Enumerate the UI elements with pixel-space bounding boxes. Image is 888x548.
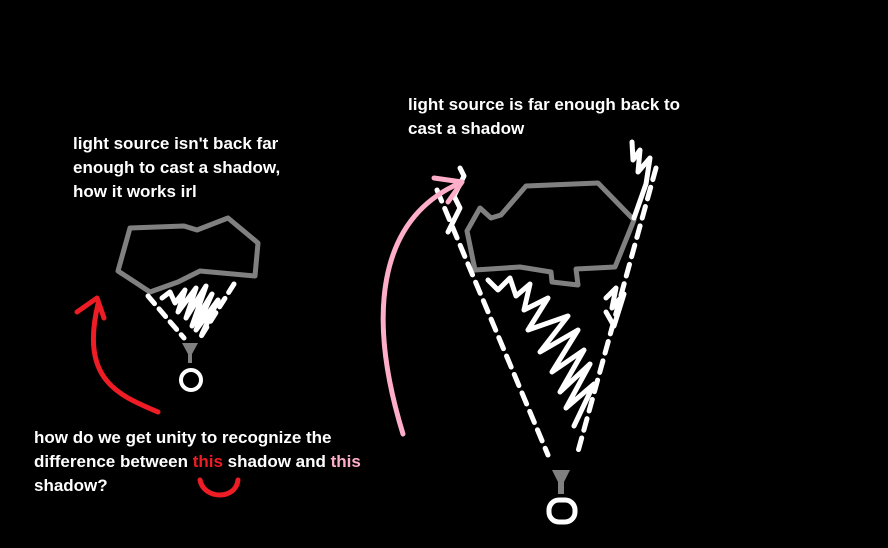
- caption-line: how it works irl: [73, 182, 197, 201]
- left-light-ray: [145, 293, 187, 341]
- right-scene: [434, 139, 659, 525]
- red-arrow-curve: [90, 301, 161, 415]
- caption-line: difference between this shadow and this: [34, 450, 361, 474]
- left-scene: [115, 215, 261, 392]
- pink-arrow: [380, 175, 465, 437]
- caption-line: light source isn't back far: [73, 134, 279, 153]
- left-lamp-stem: [182, 343, 198, 363]
- red-highlight-word: this: [192, 452, 223, 471]
- right-light-source-icon: [546, 497, 578, 525]
- right-scene-caption: light source is far enough back to cast …: [408, 93, 680, 141]
- caption-line: enough to cast a shadow,: [73, 158, 281, 177]
- right-ray-squiggle: [629, 139, 653, 221]
- pink-highlight-word: this: [330, 452, 361, 471]
- right-shadow-scribble: [485, 275, 597, 429]
- caption-line: cast a shadow: [408, 119, 525, 138]
- caption-text: difference between: [34, 452, 193, 471]
- right-shadow-scribble: [603, 285, 627, 329]
- left-shadow-scribble: [159, 283, 221, 337]
- caption-line: light source is far enough back to: [408, 95, 681, 114]
- question-caption: how do we get unity to recognize the dif…: [34, 426, 361, 498]
- pink-arrow-curve: [380, 180, 463, 437]
- red-arrow: [74, 295, 161, 415]
- right-object-outline: [464, 180, 637, 288]
- red-arrow-head: [74, 295, 107, 321]
- caption-text: shadow and: [222, 452, 331, 471]
- caption-line: shadow?: [34, 476, 108, 495]
- red-underline-mark: [197, 477, 241, 498]
- left-object-outline: [115, 215, 261, 295]
- pink-arrow-head: [431, 175, 465, 205]
- right-lamp-stem: [552, 470, 570, 494]
- left-light-source-icon: [179, 368, 203, 392]
- right-light-ray: [434, 187, 551, 458]
- caption-line: how do we get unity to recognize the: [34, 428, 332, 447]
- left-scene-caption: light source isn't back far enough to ca…: [73, 132, 280, 204]
